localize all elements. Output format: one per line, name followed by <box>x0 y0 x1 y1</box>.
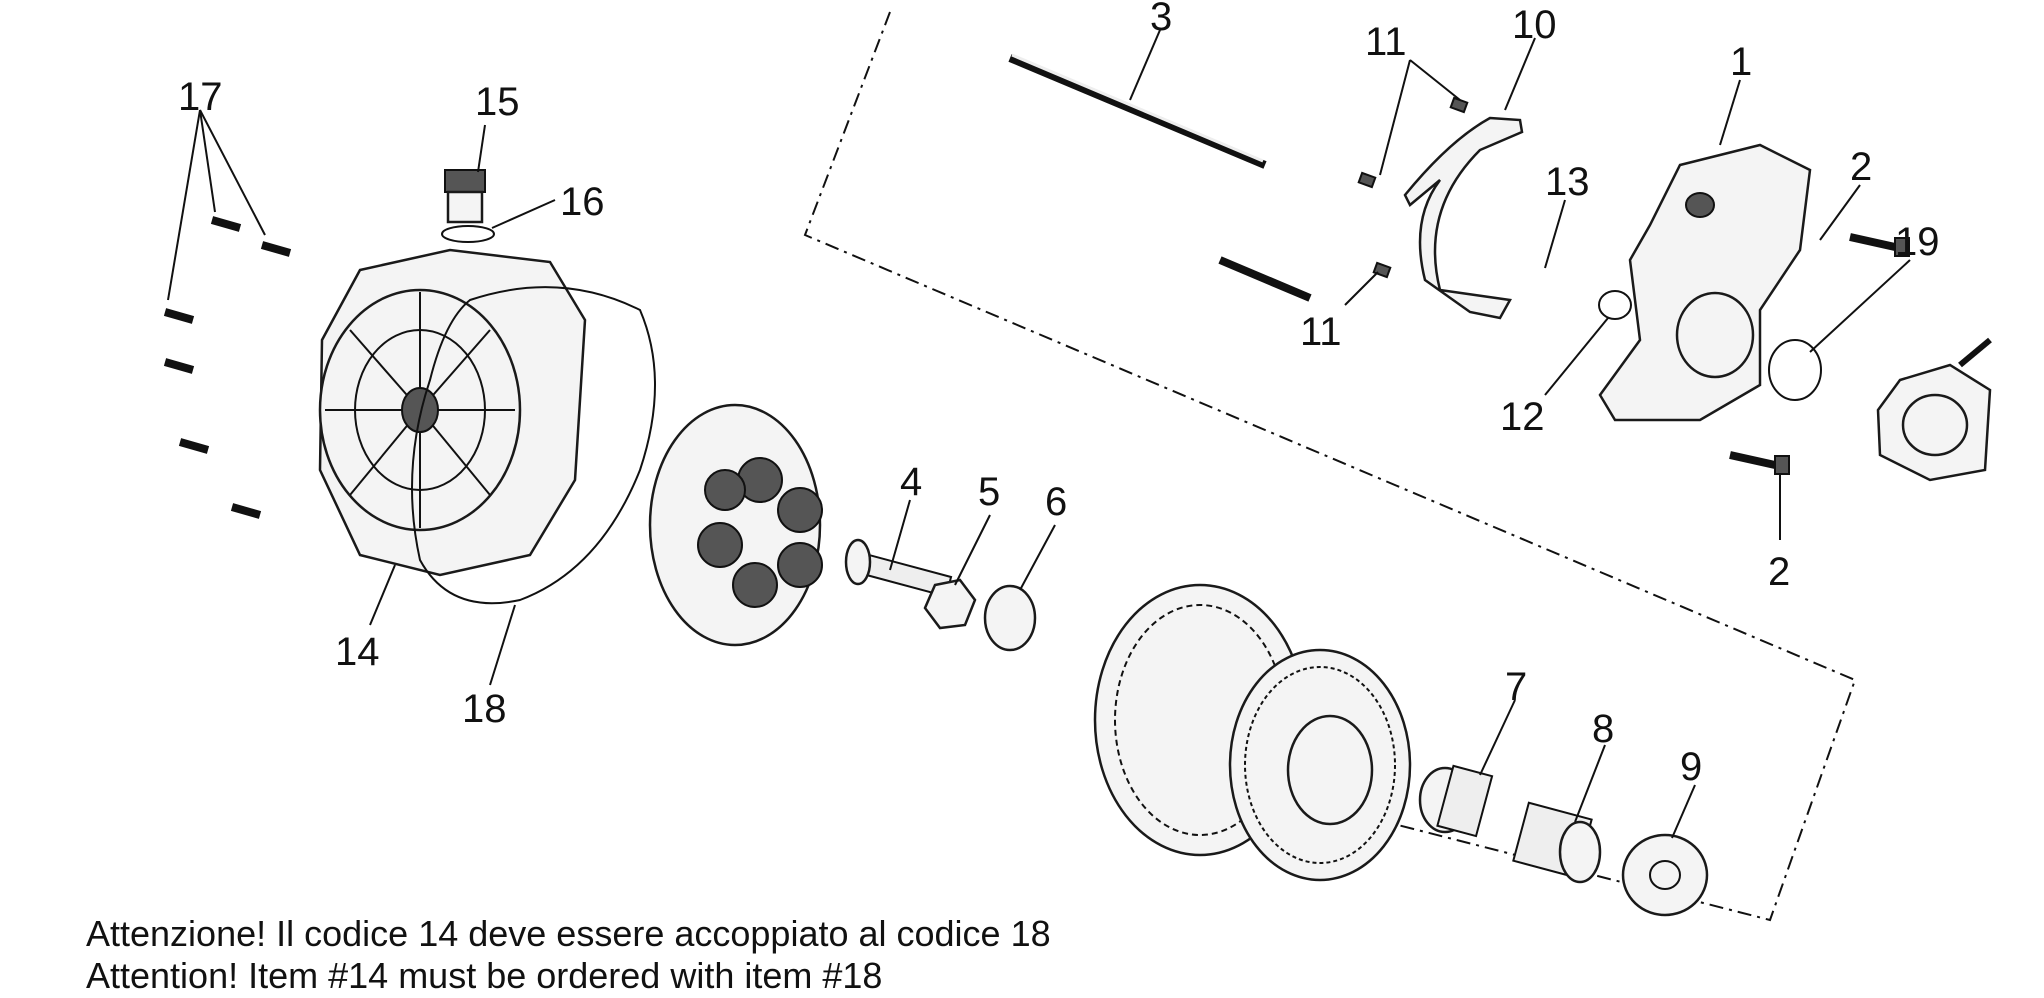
callout-9: 9 <box>1680 745 1702 789</box>
part-7-needle-bearing <box>1418 764 1494 838</box>
part-1-bore <box>1675 291 1755 379</box>
part-9-washer <box>1621 833 1709 917</box>
part-1-housing <box>1598 143 1812 422</box>
callout-3: 3 <box>1150 0 1172 39</box>
part-10-bracket <box>1403 116 1524 320</box>
part-16-oring <box>441 225 495 243</box>
part-12-oring <box>1598 290 1632 320</box>
callout-13: 13 <box>1545 160 1590 204</box>
part-11-screws <box>1357 96 1469 279</box>
part-8-bushing <box>1512 801 1602 884</box>
part-19-gasket <box>1768 339 1822 401</box>
callout-4: 4 <box>900 460 922 504</box>
callout-11-bottom: 11 <box>1300 310 1342 354</box>
callout-11-top: 11 <box>1365 20 1407 64</box>
callout-10: 10 <box>1512 3 1557 47</box>
callout-14: 14 <box>335 630 380 674</box>
callout-2-top: 2 <box>1850 145 1872 189</box>
part-17-screws <box>163 216 292 519</box>
slave-cylinder <box>1876 337 1992 482</box>
leader-lines <box>167 29 1911 839</box>
callout-7: 7 <box>1505 665 1527 709</box>
part-15-cap <box>444 169 486 224</box>
callout-15: 15 <box>475 80 520 124</box>
part-5-nut <box>923 578 977 630</box>
pressure-plate <box>648 403 823 647</box>
callout-17: 17 <box>178 75 223 119</box>
callout-2-bottom: 2 <box>1768 550 1790 594</box>
callout-1: 1 <box>1730 40 1752 84</box>
callout-6: 6 <box>1045 480 1067 524</box>
part-2-bolts <box>1729 233 1910 475</box>
callout-8: 8 <box>1592 707 1614 751</box>
part-1-boss <box>1685 192 1715 218</box>
part-14-clutch-cover <box>318 248 587 577</box>
warning-note-english: Attention! Item #14 must be ordered with… <box>86 955 883 996</box>
callout-5: 5 <box>978 470 1000 514</box>
part-18-gasket <box>411 286 656 605</box>
callout-16: 16 <box>560 180 605 224</box>
warning-note-italian: Attenzione! Il codice 14 deve essere acc… <box>86 913 1051 954</box>
callout-19: 19 <box>1895 220 1940 264</box>
part-6-tab-washer <box>983 584 1037 652</box>
part-3-rod <box>1008 53 1267 169</box>
callout-18: 18 <box>462 687 507 731</box>
callout-12: 12 <box>1500 395 1545 439</box>
clutch-basket <box>1093 583 1412 882</box>
part-13-rod <box>1218 256 1312 302</box>
